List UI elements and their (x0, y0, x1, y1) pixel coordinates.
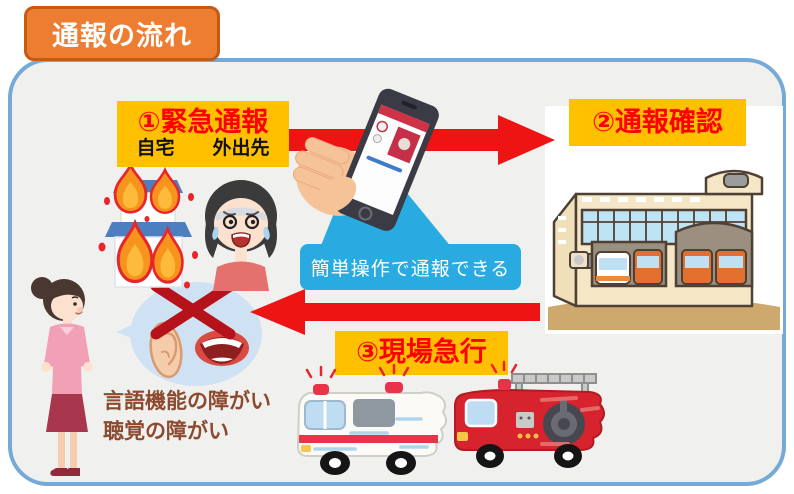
step2-label: ②通報確認 (569, 99, 746, 146)
ear-mouth-crossed-icon (116, 280, 262, 386)
step1-location-out: 外出先 (212, 137, 270, 160)
disability-notes: 言語機能の障がい 聴覚の障がい (103, 386, 271, 447)
signing-woman-icon (31, 277, 93, 476)
arrow-left-icon (250, 289, 540, 335)
step3-title: ③現場急行 (356, 337, 487, 369)
step1-location-home: 自宅 (136, 137, 175, 160)
note-hearing: 聴覚の障がい (103, 419, 229, 444)
step1-label: ①緊急通報 自宅 外出先 (117, 101, 289, 167)
callout-text: 簡単操作で通報できる (310, 257, 511, 280)
ambulance-icon (296, 363, 447, 475)
hand-phone-icon (293, 88, 439, 231)
step2-title: ②通報確認 (592, 106, 723, 138)
burning-house-icon (98, 167, 198, 289)
page-title: 通報の流れ (52, 21, 192, 52)
step1-title: ①緊急通報 (137, 106, 269, 138)
fire-station-icon (548, 169, 780, 330)
title-banner: 通報の流れ (24, 6, 220, 61)
panicked-woman-icon (205, 180, 277, 291)
note-speech: 言語機能の障がい (103, 389, 271, 413)
fire-truck-icon (454, 360, 605, 468)
step3-label: ③現場急行 (335, 331, 508, 375)
callout-bubble: 簡単操作で通報できる (300, 244, 521, 290)
